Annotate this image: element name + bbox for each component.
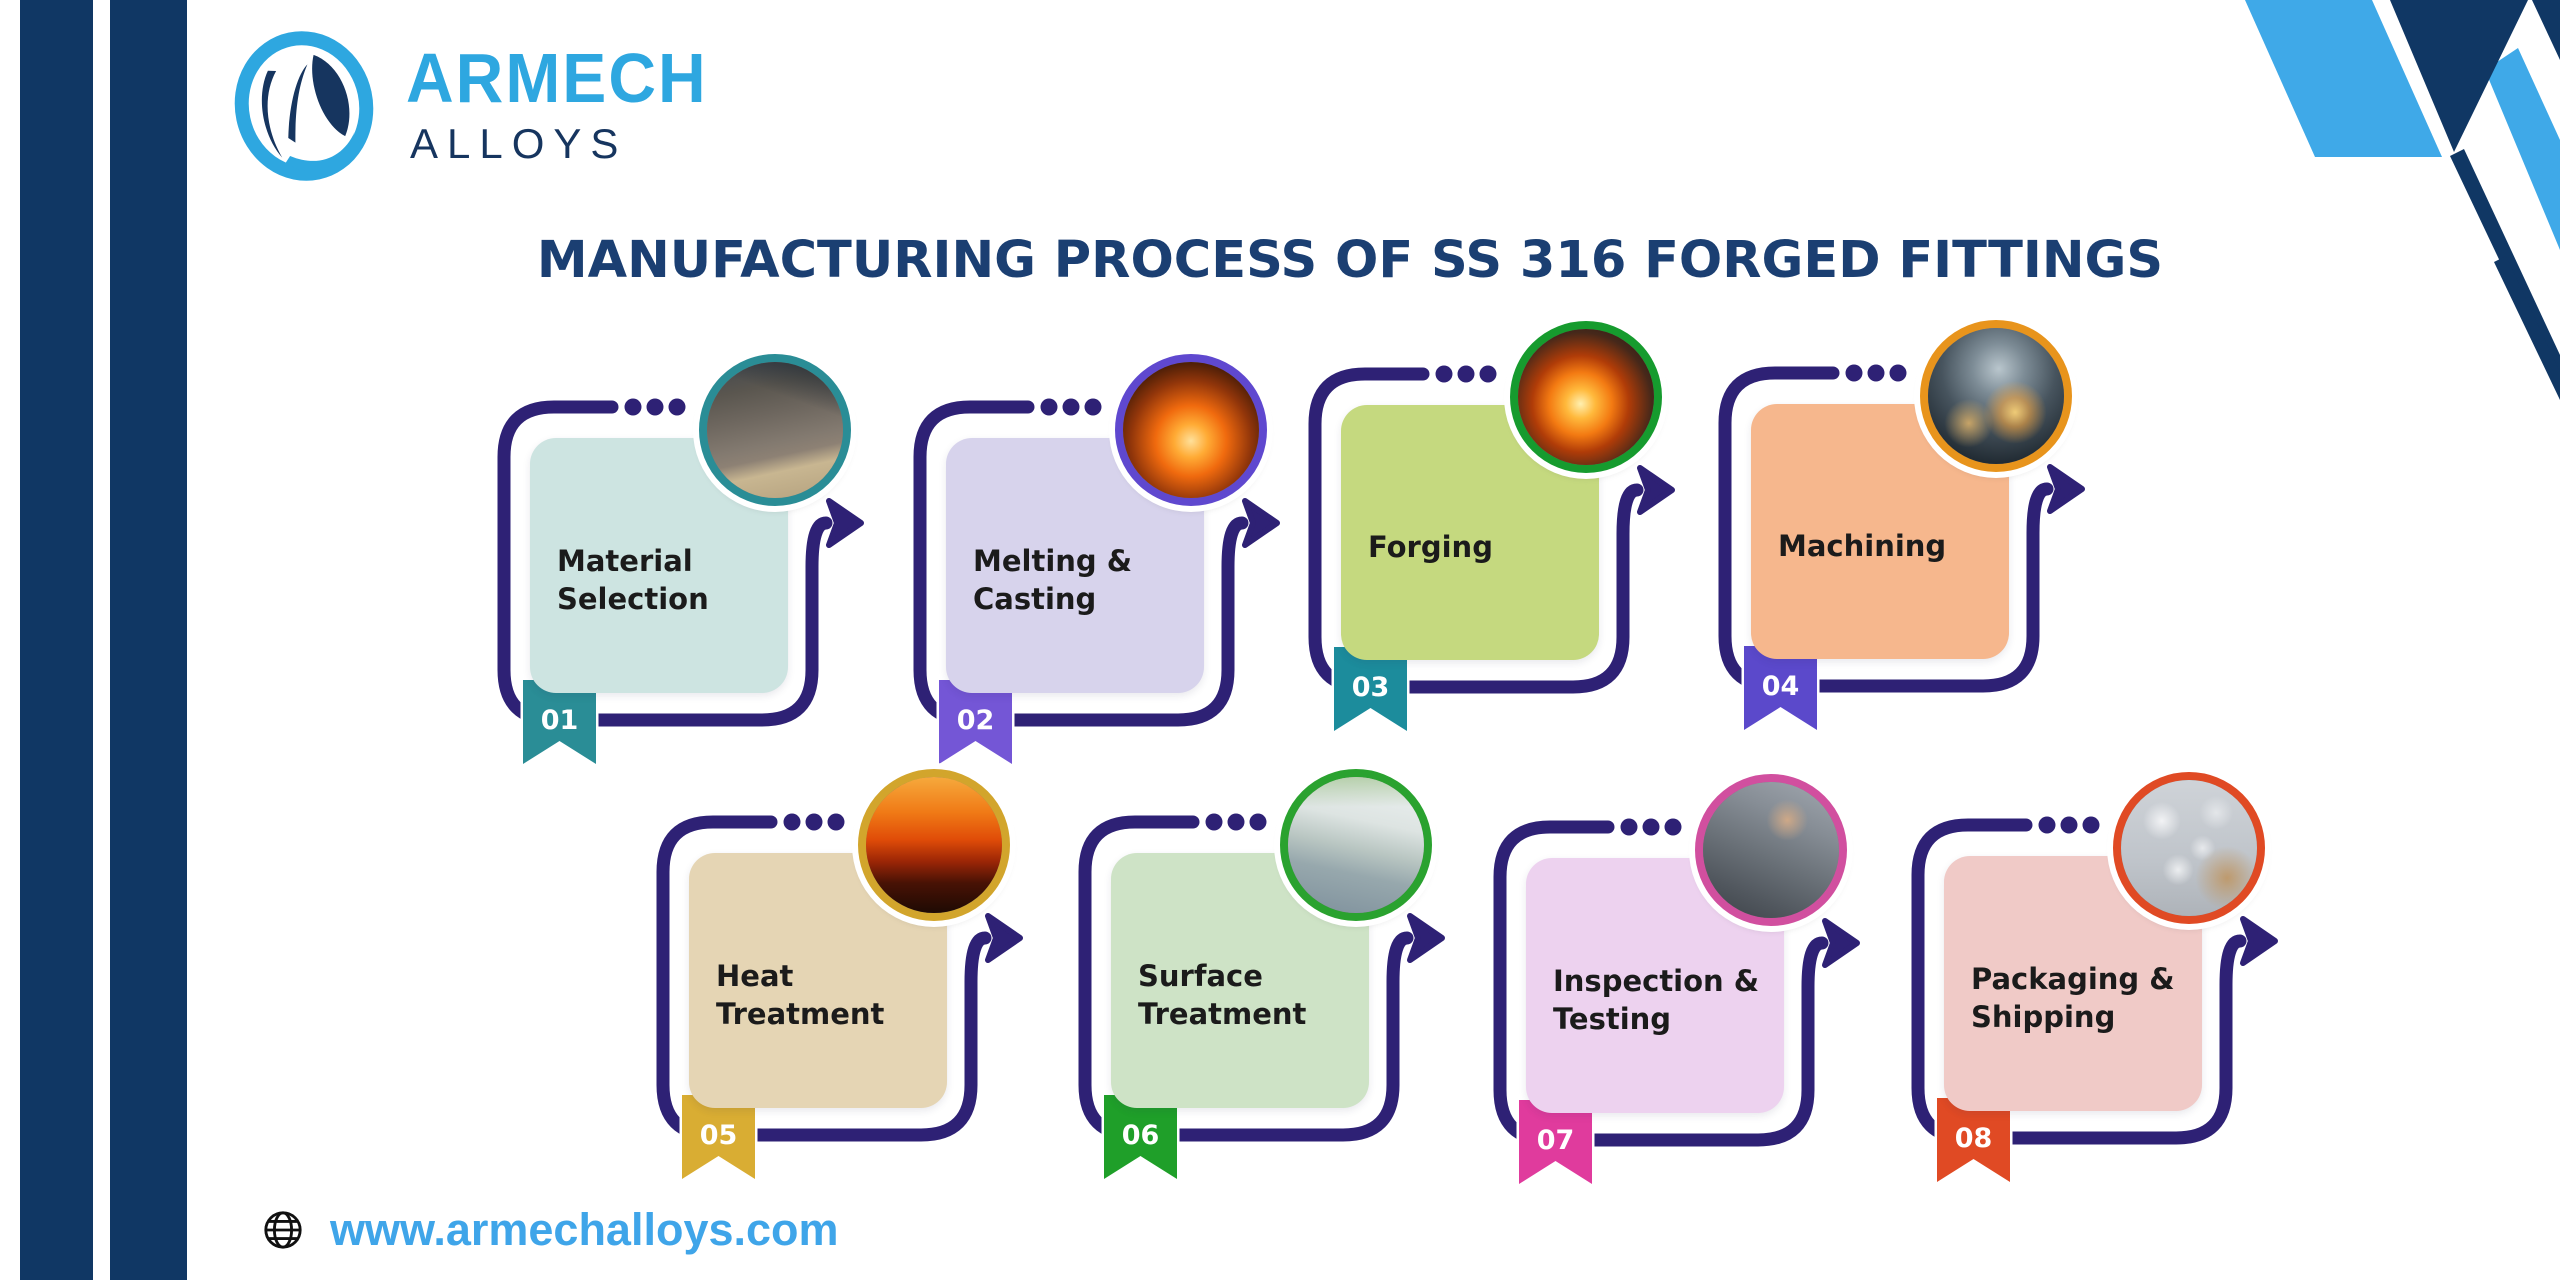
arrow-right-icon xyxy=(2240,916,2278,966)
page-title: MANUFACTURING PROCESS OF SS 316 FORGED F… xyxy=(536,231,2164,290)
step-photo-image xyxy=(707,362,843,498)
three-dots-icon xyxy=(1845,364,1907,382)
process-step-card-07: 07 Inspection & Testing xyxy=(1488,757,1868,1197)
step-number-ribbon: 04 xyxy=(1741,643,1820,735)
brand-subname: ALLOYS xyxy=(410,120,628,167)
arrow-right-icon xyxy=(1242,498,1280,548)
step-connector-outline: 08 xyxy=(1911,816,2278,1187)
arrow-right-icon xyxy=(1637,465,1675,515)
left-accent-bar xyxy=(20,0,93,1280)
three-dots-icon xyxy=(2038,816,2100,834)
process-step-card-04: 04 Machining xyxy=(1713,303,2093,743)
process-step-card-08: 08 Packaging & Shipping xyxy=(1906,755,2286,1195)
step-photo xyxy=(699,354,851,506)
step-label: Melting & Casting xyxy=(973,543,1133,616)
step-number: 08 xyxy=(1955,1123,1993,1154)
step-photo xyxy=(1115,354,1267,506)
arrow-right-icon xyxy=(1822,918,1860,968)
step-connector-outline: 07 xyxy=(1493,818,1860,1189)
footer-website: www.armechalloys.com xyxy=(262,1204,839,1256)
step-label: Forging xyxy=(1368,529,1493,564)
process-step-card-01: 01 Material Selection xyxy=(492,337,872,777)
step-card-body: Packaging & Shipping xyxy=(1944,856,2202,1111)
step-label: Machining xyxy=(1778,528,1947,563)
step-label: Packaging & Shipping xyxy=(1971,961,2175,1034)
process-step-card-02: 02 Melting & Casting xyxy=(908,337,1288,777)
arrow-right-icon xyxy=(985,913,1023,963)
step-connector-outline: 03 xyxy=(1308,365,1675,736)
step-connector-outline: 05 xyxy=(656,813,1023,1184)
step-label: Surface Treatment xyxy=(1138,958,1307,1031)
step-number: 05 xyxy=(700,1120,738,1151)
step-photo-image xyxy=(1123,362,1259,498)
step-card-body: Melting & Casting xyxy=(946,438,1204,693)
step-label: Inspection & Testing xyxy=(1553,963,1760,1036)
step-photo-image xyxy=(866,777,1002,913)
step-number-ribbon: 08 xyxy=(1934,1095,2013,1187)
step-number: 04 xyxy=(1762,671,1800,702)
three-dots-icon xyxy=(1040,398,1102,416)
left-accent-bar xyxy=(110,0,187,1280)
step-number: 03 xyxy=(1352,672,1390,703)
step-connector-outline: 04 xyxy=(1718,364,2085,735)
step-number: 06 xyxy=(1122,1120,1160,1151)
three-dots-icon xyxy=(1620,818,1682,836)
step-card-body: Surface Treatment xyxy=(1111,853,1369,1108)
armech-logo: ARMECH ALLOYS xyxy=(228,24,828,194)
process-step-card-05: 05 Heat Treatment xyxy=(651,752,1031,1192)
arrow-right-icon xyxy=(826,498,864,548)
step-photo-image xyxy=(2121,780,2257,916)
step-photo xyxy=(1280,769,1432,921)
process-step-card-03: 03 Forging xyxy=(1303,304,1683,744)
three-dots-icon xyxy=(1205,813,1267,831)
step-photo-image xyxy=(1288,777,1424,913)
step-label: Material Selection xyxy=(557,543,709,616)
step-number: 07 xyxy=(1537,1125,1575,1156)
step-photo xyxy=(1920,320,2072,472)
step-label: Heat Treatment xyxy=(716,958,885,1031)
process-step-card-06: 06 Surface Treatment xyxy=(1073,752,1453,1192)
armech-logo-icon xyxy=(234,31,374,181)
three-dots-icon xyxy=(624,398,686,416)
step-card-body: Material Selection xyxy=(530,438,788,693)
step-number: 02 xyxy=(957,705,995,736)
arrow-right-icon xyxy=(1407,913,1445,963)
website-link[interactable]: www.armechalloys.com xyxy=(330,1204,839,1255)
corner-decoration xyxy=(2245,0,2560,400)
step-number-ribbon: 03 xyxy=(1331,644,1410,736)
globe-icon xyxy=(264,1211,302,1249)
step-photo xyxy=(858,769,1010,921)
step-connector-outline: 06 xyxy=(1078,813,1445,1184)
step-photo xyxy=(1510,321,1662,473)
brand-name: ARMECH xyxy=(406,39,708,117)
step-number: 01 xyxy=(541,705,579,736)
three-dots-icon xyxy=(1435,365,1497,383)
step-photo-image xyxy=(1518,329,1654,465)
arrow-right-icon xyxy=(2047,464,2085,514)
three-dots-icon xyxy=(783,813,845,831)
step-photo-image xyxy=(1928,328,2064,464)
step-photo-image xyxy=(1703,782,1839,918)
step-photo xyxy=(2113,772,2265,924)
step-photo xyxy=(1695,774,1847,926)
